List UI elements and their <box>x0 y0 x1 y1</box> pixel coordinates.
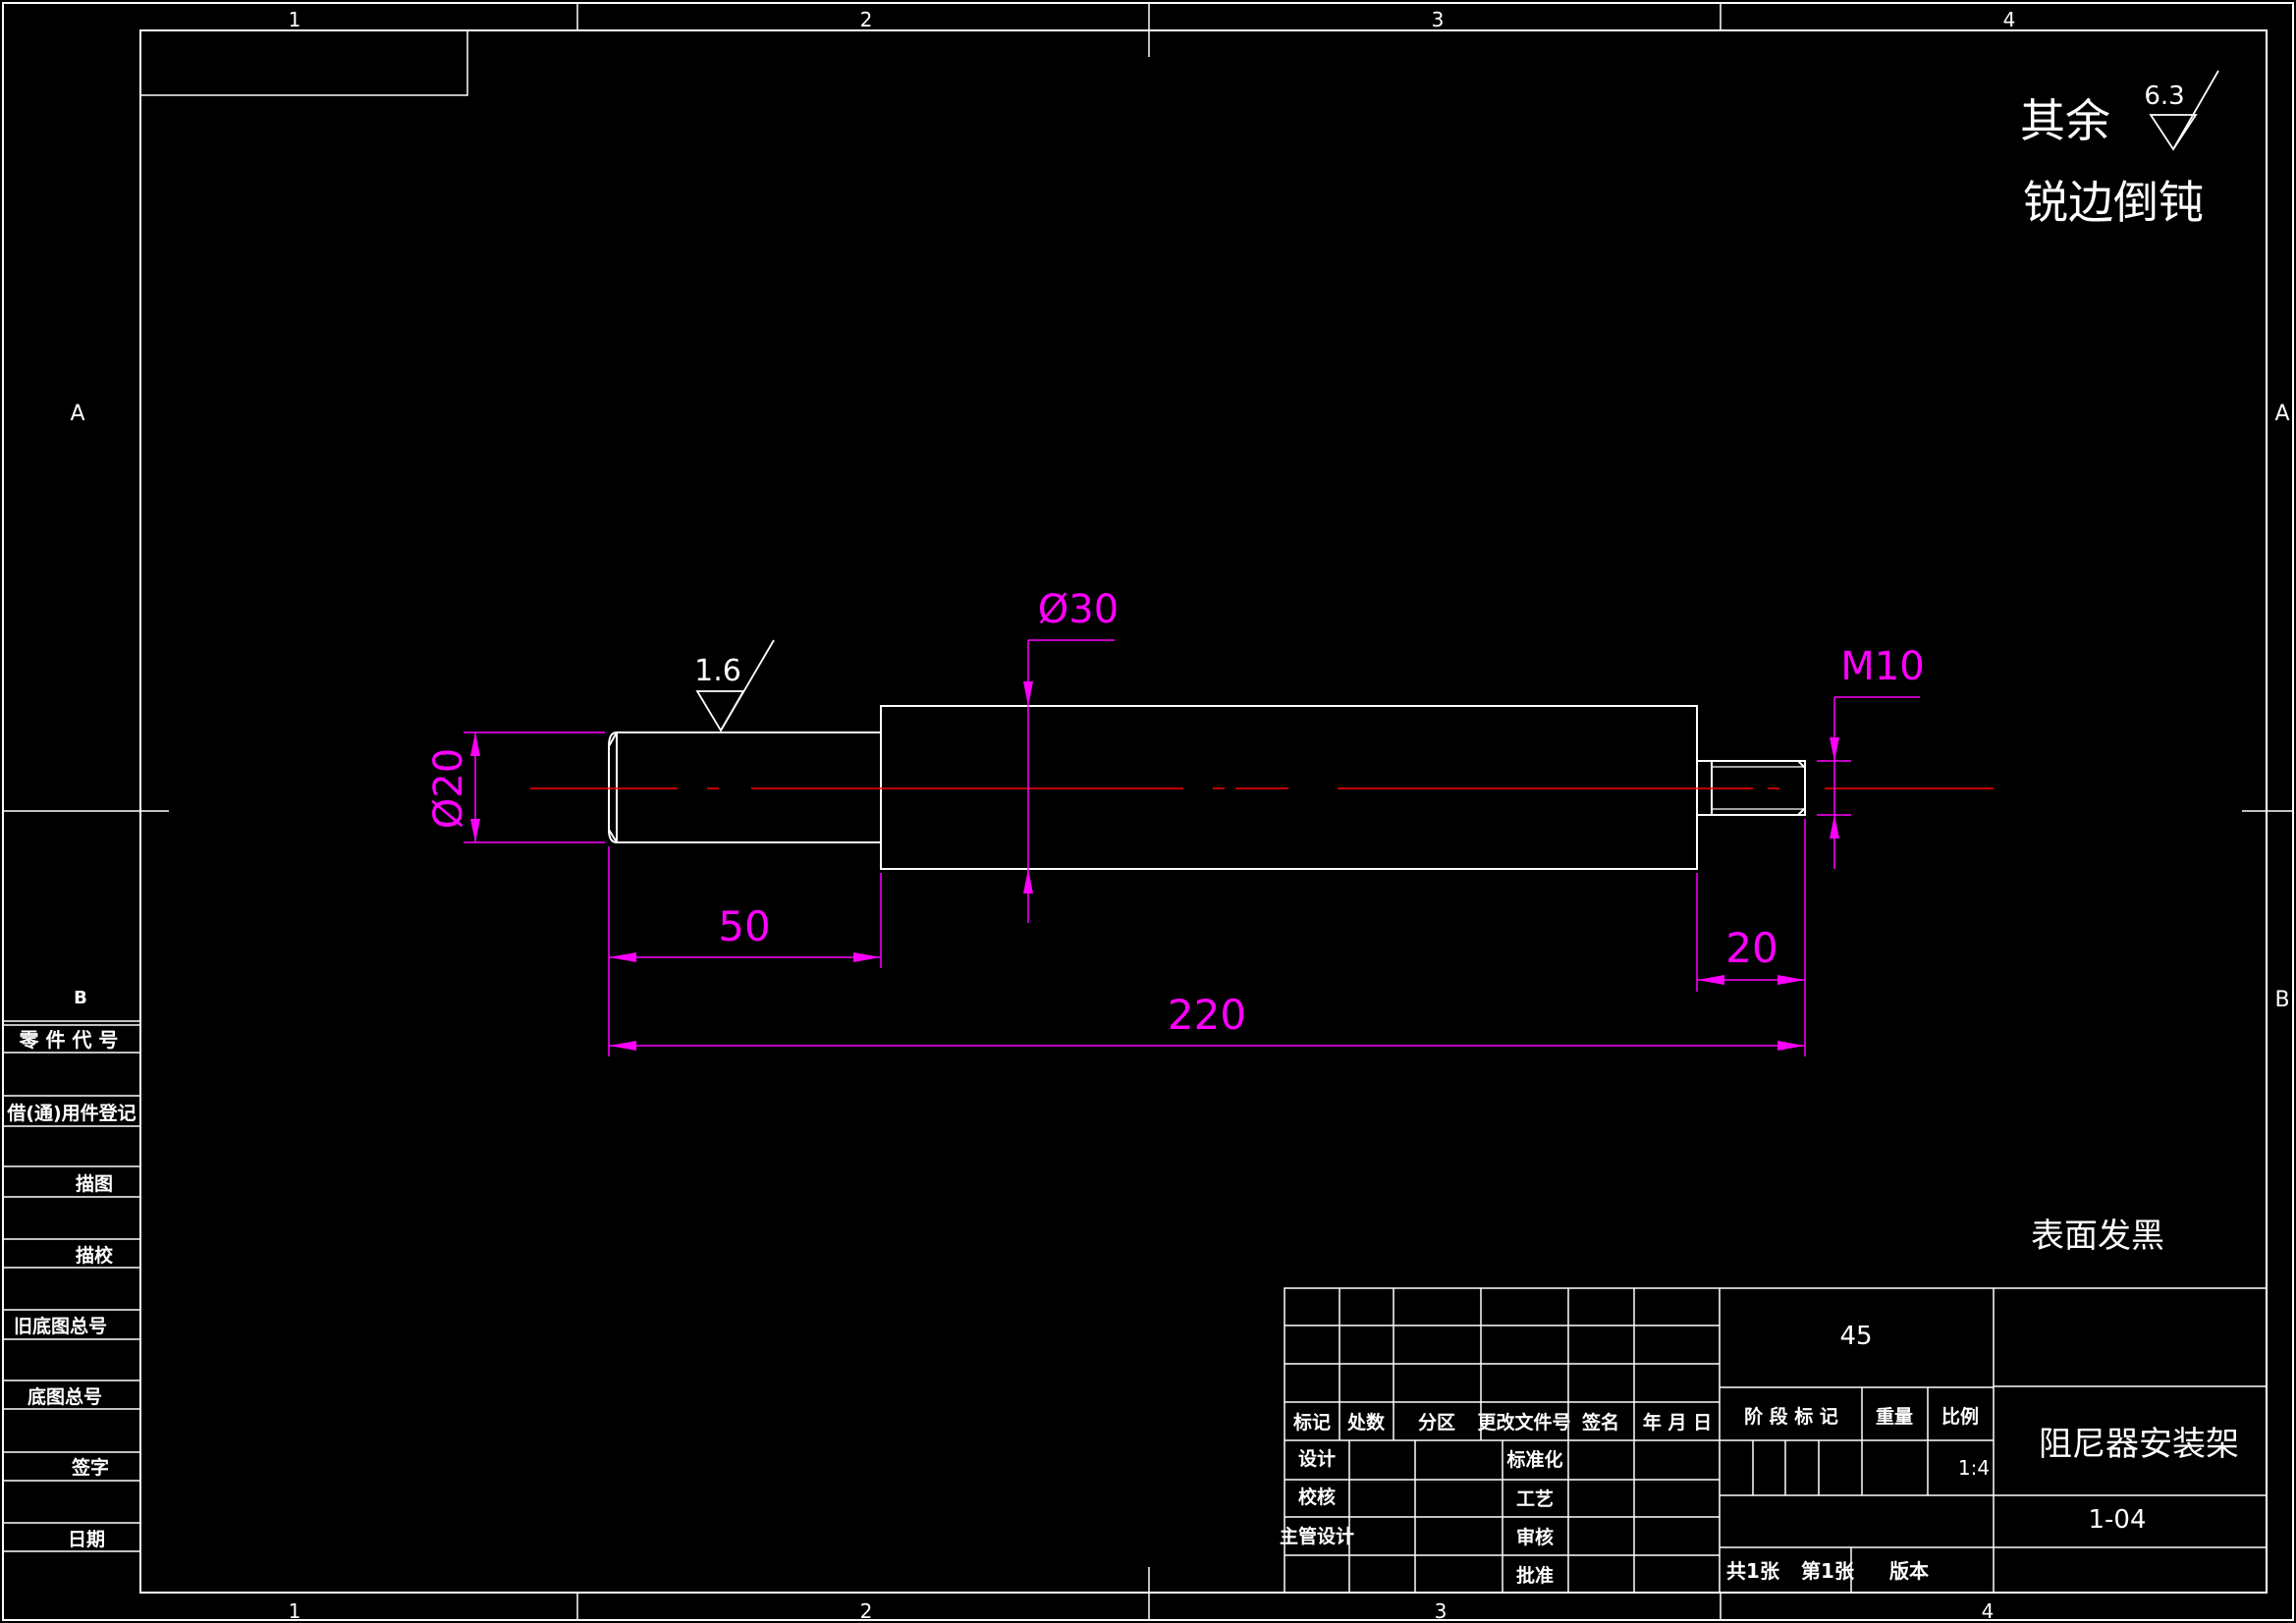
tb-drawing-number: 1-04 <box>2088 1505 2146 1535</box>
zone-col-1-bottom: 1 <box>289 1599 301 1623</box>
code-box <box>139 29 468 96</box>
tb-sheets-total: 共1张 <box>1726 1559 1780 1583</box>
edge-break-note: 锐边倒钝 <box>2023 176 2204 229</box>
tb-header-signature: 签名 <box>1581 1411 1619 1434</box>
tb-scale-value: 1:4 <box>1958 1456 1990 1480</box>
left-strip-part-code: 零 件 代 号 <box>19 1028 119 1052</box>
tb-header-zone: 分区 <box>1418 1412 1455 1434</box>
tb-header-mark: 标记 <box>1293 1412 1331 1434</box>
zone-col-4-top: 4 <box>2003 8 2016 31</box>
tb-sheet-index: 第1张 <box>1801 1559 1855 1583</box>
tb-approve-label: 批准 <box>1516 1565 1554 1587</box>
left-strip-tracing: 描图 <box>76 1172 113 1195</box>
dim-length-220: 220 <box>1168 991 1246 1039</box>
left-strip-tracing-check: 描校 <box>76 1244 114 1267</box>
zone-dividers <box>3 3 2293 1620</box>
tb-weight-label: 重量 <box>1876 1406 1913 1428</box>
tb-checker-label: 校核 <box>1298 1486 1336 1508</box>
left-strip-master-no: 底图总号 <box>27 1385 102 1408</box>
tb-header-change-doc: 更改文件号 <box>1477 1411 1570 1434</box>
dim-length-50: 50 <box>718 902 770 950</box>
shaft-small-step <box>608 731 882 843</box>
tb-header-count: 处数 <box>1346 1411 1386 1434</box>
zone-col-3-top: 3 <box>1432 8 1445 31</box>
tb-designer-label: 设计 <box>1298 1448 1336 1470</box>
tb-stage-mark-label: 阶 段 标 记 <box>1744 1405 1838 1428</box>
dim-length-20: 20 <box>1725 924 1777 972</box>
dim-diameter-20: Ø20 <box>426 748 471 829</box>
zone-row-a-right: A <box>2274 402 2289 426</box>
shaft-main-body <box>880 705 1698 870</box>
left-strip-borrowed-register: 借(通)用件登记 <box>6 1102 136 1124</box>
roughness-other-label: 其余 <box>2020 94 2110 147</box>
tb-standardization-label: 标准化 <box>1506 1448 1562 1471</box>
roughness-local-value: 1.6 <box>694 654 741 688</box>
tb-lead-designer-label: 主管设计 <box>1280 1525 1354 1547</box>
title-block <box>1284 1287 2268 1594</box>
dim-diameter-30: Ø30 <box>1038 587 1119 632</box>
tb-material: 45 <box>1839 1322 1872 1351</box>
roughness-other-value: 6.3 <box>2144 81 2184 111</box>
left-strip-date: 日期 <box>68 1529 105 1550</box>
left-strip <box>3 1024 140 1552</box>
roughness-symbol-general <box>2149 70 2219 151</box>
left-strip-header: B <box>74 988 87 1008</box>
zone-col-3-bottom: 3 <box>1435 1599 1448 1623</box>
tb-scale-label: 比例 <box>1941 1405 1979 1428</box>
tb-review-label: 审核 <box>1516 1526 1554 1548</box>
left-strip-old-master-no: 旧底图总号 <box>14 1315 107 1337</box>
zone-row-a-left: A <box>70 402 84 426</box>
tb-process-label: 工艺 <box>1516 1488 1554 1510</box>
dimension-lines <box>464 639 1920 1056</box>
dimension-arrowheads <box>470 681 1839 1051</box>
zone-col-2-bottom: 2 <box>860 1599 873 1623</box>
roughness-symbol-local <box>695 639 775 732</box>
tb-version-label: 版本 <box>1889 1559 1929 1583</box>
surface-treatment-note: 表面发黑 <box>2031 1217 2164 1256</box>
zone-col-4-bottom: 4 <box>1982 1599 1995 1623</box>
tb-header-date: 年 月 日 <box>1643 1411 1712 1434</box>
dim-thread-m10: M10 <box>1840 644 1924 689</box>
zone-col-1-top: 1 <box>289 8 301 31</box>
shaft-outline <box>608 705 1806 870</box>
tb-drawing-title: 阻尼器安装架 <box>2039 1425 2239 1464</box>
zone-col-2-top: 2 <box>860 8 873 31</box>
left-strip-signature: 签字 <box>71 1456 109 1479</box>
zone-row-b-right: B <box>2274 988 2289 1012</box>
